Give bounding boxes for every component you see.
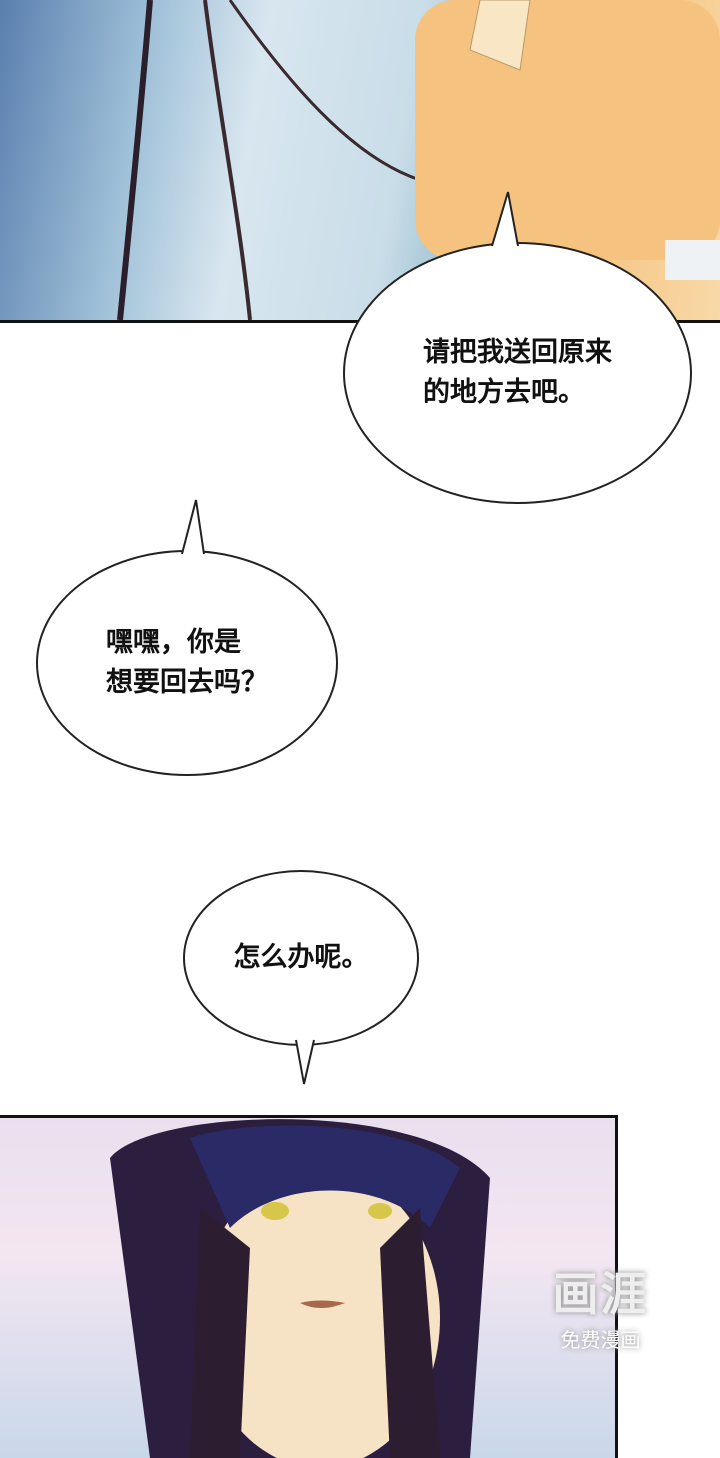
watermark: 画涯 免费漫画 bbox=[538, 1258, 663, 1353]
dialogue-text: 怎么办呢。 bbox=[233, 942, 369, 973]
speech-bubble-2: 嘿嘿，你是 想要回去吗？ bbox=[36, 550, 338, 776]
comic-panel-bottom bbox=[0, 1115, 618, 1458]
watermark-subtitle: 免费漫画 bbox=[560, 1328, 641, 1352]
watermark-logo: 画涯 bbox=[552, 1267, 649, 1321]
comic-panel-top bbox=[0, 0, 720, 323]
bubble-tail bbox=[491, 191, 519, 246]
panel-illustration bbox=[117, 0, 720, 320]
bubble-tail bbox=[181, 499, 205, 554]
speech-bubble-1: 请把我送回原来 的地方去吧。 bbox=[343, 242, 692, 504]
panel-illustration bbox=[110, 1119, 490, 1458]
dialogue-text: 请把我送回原来 的地方去吧。 bbox=[423, 337, 612, 408]
speech-bubble-3: 怎么办呢。 bbox=[183, 870, 419, 1046]
dialogue-text: 嘿嘿，你是 想要回去吗？ bbox=[106, 627, 268, 698]
bubble-tail bbox=[295, 1039, 315, 1085]
